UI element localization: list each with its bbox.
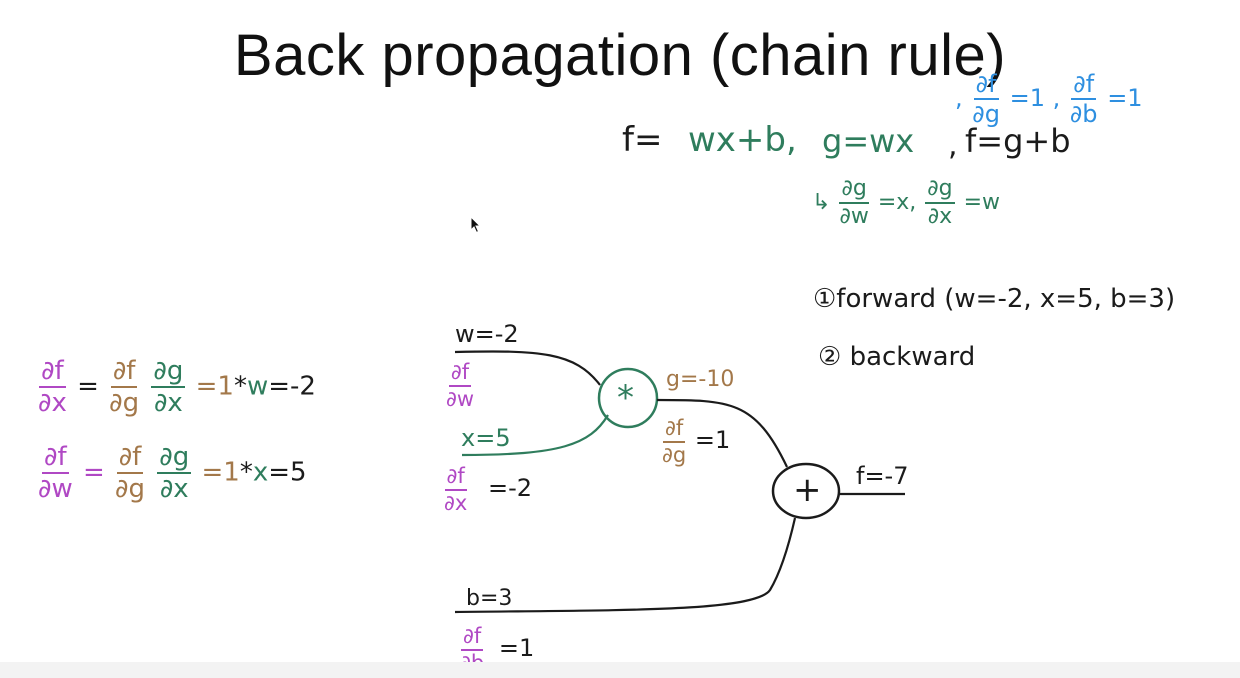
eq2-lhs-den: ∂w [38, 474, 73, 504]
eq1-dfdg: ∂f∂g [109, 358, 139, 416]
mult-node-symbol: * [617, 378, 634, 418]
dfdw-den: ∂w [446, 387, 475, 411]
dfdx-fraction: ∂f∂x [444, 466, 467, 514]
eq1-lhs-den: ∂x [38, 388, 67, 418]
left-eq-1: ∂f∂x = ∂f∂g ∂g∂x =1*w=-2 [36, 358, 316, 416]
eq1-a-den: ∂g [109, 388, 140, 418]
eq2-rhs-var: x [252, 457, 269, 488]
step-forward: ①forward (w=-2, x=5, b=3) [813, 284, 1176, 314]
edge-w-to-mult [454, 350, 601, 386]
g-output-label: g=-10 [666, 367, 735, 392]
eq-f-def: f=g+b [965, 122, 1071, 160]
dfdw-fraction: ∂f∂w [446, 362, 474, 410]
plus-node-symbol: + [793, 470, 822, 510]
eq2-rhs-result: =5 [268, 457, 307, 488]
eq2-rhs-mult: * [239, 457, 253, 488]
dg-dw-num: ∂g [839, 178, 869, 204]
eq2-rhs-prefix: =1 [201, 457, 240, 488]
dg-dw-fraction: ∂g∂w [839, 178, 868, 228]
mult-node [597, 367, 659, 429]
edge-x-to-mult [461, 414, 609, 457]
dfdg-fraction: ∂f∂g [662, 418, 686, 466]
footer-strip [0, 662, 1240, 678]
eq2-lhs: ∂f∂w [38, 444, 73, 502]
dfdg-den: ∂g [662, 443, 687, 467]
eq1-lhs-num: ∂f [39, 356, 66, 388]
eq-sep: , [948, 128, 958, 163]
dfdg-value: =1 [694, 426, 731, 454]
edge-mult-to-plus [656, 398, 788, 468]
dfdx-num: ∂f [444, 466, 467, 491]
eq1-lhs: ∂f∂x [38, 358, 67, 416]
eq2-b-den: ∂x [159, 474, 189, 504]
df-dg-fraction: ∂f∂g [972, 72, 1000, 126]
blue-prefix: , [955, 84, 963, 112]
dfdb-gradient: ∂f∂b =1 [458, 626, 534, 674]
green-partials: ↳ ∂g∂w =x, ∂g∂x =w [812, 178, 1000, 228]
eq-f-label: f= [622, 120, 663, 160]
edge-b-to-plus [454, 517, 797, 614]
plus-node [771, 462, 841, 520]
b-input-label: b=3 [466, 586, 513, 611]
dg-dx-fraction: ∂g∂x [925, 178, 955, 229]
dfdb-num: ∂f [460, 626, 484, 651]
eq1-rhs-var: w [246, 371, 269, 402]
dg-dx-den: ∂x [927, 204, 953, 229]
dg-dx-value: =w [963, 190, 1001, 215]
eq2-a-den: ∂g [115, 474, 145, 504]
eq1-dgdx: ∂g∂x [151, 356, 186, 418]
mouse-cursor-icon [470, 216, 482, 234]
f-output-label: f=-7 [856, 462, 909, 490]
eq2-a-num: ∂f [116, 442, 144, 474]
eq1-equals: = [77, 371, 99, 402]
df-db-den: ∂b [1069, 100, 1098, 128]
eq1-a-num: ∂f [110, 356, 138, 388]
blue-sep: , [1052, 84, 1061, 112]
eq2-lhs-num: ∂f [42, 442, 69, 474]
page-title: Back propagation (chain rule) [233, 23, 1007, 88]
dfdg-gradient: ∂f∂g =1 [660, 418, 730, 466]
eq2-dgdx: ∂g∂x [157, 442, 192, 504]
green-arrow: ↳ [812, 190, 831, 215]
dfdx-den: ∂x [444, 491, 468, 515]
df-db-value: =1 [1107, 84, 1143, 112]
w-input-label: w=-2 [455, 320, 519, 348]
eq1-b-den: ∂x [153, 388, 183, 418]
step-backward: ② backward [818, 342, 976, 372]
dfdw-gradient: ∂f∂w [444, 362, 476, 410]
df-dg-num: ∂f [973, 70, 999, 100]
eq2-equals: = [82, 457, 105, 488]
eq1-rhs-prefix: =1 [195, 371, 234, 402]
dfdx-value: =-2 [487, 474, 533, 502]
eq2-b-num: ∂g [157, 442, 192, 474]
blue-partials: , ∂f∂g =1 , ∂f∂b =1 [955, 72, 1143, 126]
eq1-b-num: ∂g [151, 356, 186, 388]
df-db-num: ∂f [1071, 70, 1097, 100]
dfdx-gradient: ∂f∂x =-2 [442, 466, 532, 514]
df-dg-value: =1 [1009, 84, 1045, 112]
dg-dx-num: ∂g [925, 178, 955, 204]
df-db-fraction: ∂f∂b [1070, 72, 1098, 126]
left-eq-2: ∂f∂w = ∂f∂g ∂g∂x =1*x=5 [36, 444, 307, 502]
df-dg-den: ∂g [972, 100, 1000, 128]
eq-f-expr: wx+b, [688, 120, 797, 160]
eq-g-def: g=wx [822, 122, 915, 160]
dg-dw-den: ∂w [839, 204, 869, 229]
x-input-label: x=5 [461, 424, 511, 452]
dg-dw-value: =x, [877, 190, 917, 215]
eq1-rhs-mult: * [233, 371, 247, 402]
eq1-rhs-result: =-2 [268, 371, 316, 402]
dfdw-num: ∂f [448, 362, 472, 387]
dfdb-value: =1 [498, 634, 535, 662]
dfdg-num: ∂f [662, 418, 686, 443]
eq2-dfdg: ∂f∂g [115, 444, 145, 502]
